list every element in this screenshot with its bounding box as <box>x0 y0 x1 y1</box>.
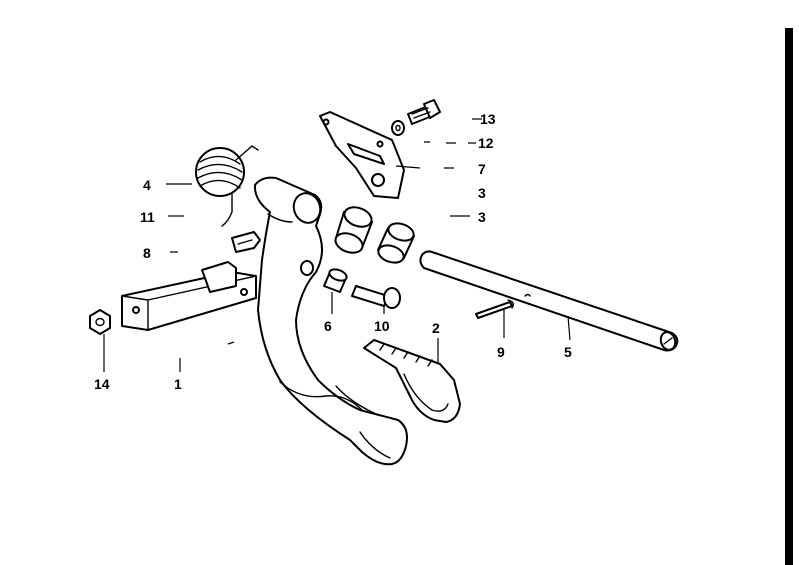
callout-2: 2 <box>432 320 440 336</box>
callout-13: 13 <box>480 111 496 127</box>
part-coil-spring <box>195 145 259 227</box>
part-bushing-b <box>377 222 415 264</box>
callout-3-upper: 3 <box>478 185 486 201</box>
part-split-pin <box>475 299 515 319</box>
callout-12: 12 <box>478 135 494 151</box>
callout-6: 6 <box>324 318 332 334</box>
part-shaft <box>419 250 679 352</box>
part-bolt <box>407 99 441 125</box>
part-bushing-a <box>334 206 373 254</box>
callout-3-lower: 3 <box>478 209 486 225</box>
callout-5: 5 <box>564 344 572 360</box>
part-mounting-plate <box>319 111 405 199</box>
part-clevis-pin <box>351 285 401 309</box>
callout-8: 8 <box>143 245 151 261</box>
callout-7: 7 <box>478 161 486 177</box>
leader-lines <box>103 118 571 372</box>
callout-9: 9 <box>497 344 505 360</box>
part-pedal-arm <box>253 176 408 466</box>
callout-labels: 13 12 7 3 3 4 11 8 6 10 2 9 5 14 1 <box>94 111 572 392</box>
callout-11: 11 <box>140 209 155 225</box>
part-pedal-pad <box>363 339 461 423</box>
part-clip <box>231 231 261 253</box>
page-edge-bar <box>785 28 793 565</box>
callout-1: 1 <box>174 376 182 392</box>
callout-4: 4 <box>143 177 151 193</box>
callout-14: 14 <box>94 376 110 392</box>
part-pin <box>323 268 348 293</box>
part-nut <box>89 309 111 335</box>
part-washer <box>391 120 405 136</box>
callout-10: 10 <box>374 318 390 334</box>
part-bracket-block <box>121 261 257 331</box>
